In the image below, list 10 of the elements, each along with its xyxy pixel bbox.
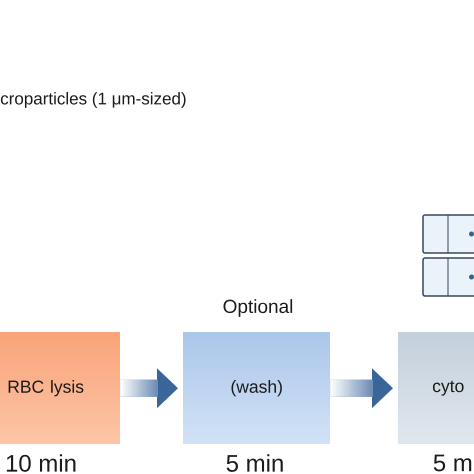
arrow bbox=[330, 368, 393, 408]
step-label: cyto bbox=[432, 380, 464, 396]
step-label: RBC lysis bbox=[8, 380, 84, 396]
duration-label: 5 min bbox=[226, 454, 283, 472]
arrow bbox=[120, 368, 178, 408]
note-text: Optional bbox=[224, 299, 292, 317]
duration-label: 5 m bbox=[434, 454, 472, 472]
heading-text: croparticles (1 μm-sized) bbox=[0, 92, 186, 108]
duration-label: 10 min bbox=[6, 454, 76, 472]
step-label: (wash) bbox=[232, 380, 282, 396]
